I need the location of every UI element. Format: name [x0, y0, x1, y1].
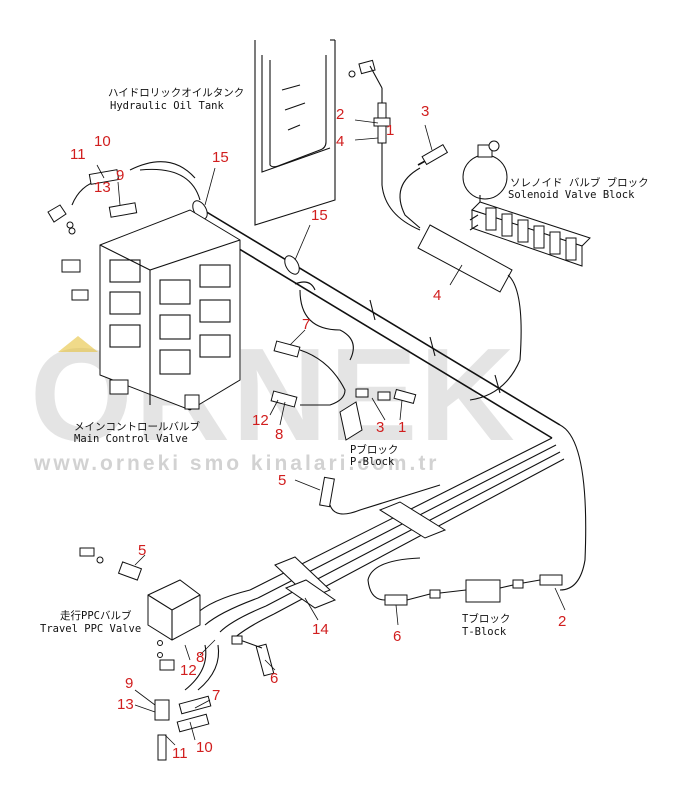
hose-4-sleeve — [417, 224, 513, 293]
tank-fittings — [348, 59, 421, 231]
component-labels: ハイドロリックオイルタンク Hydraulic Oil Tank ソレノイド バ… — [40, 87, 649, 638]
hose-6-travel — [231, 635, 275, 677]
main-valve-label-en: Main Control Valve — [74, 433, 188, 445]
callout-7-lower: 7 — [212, 687, 220, 704]
travel-ppc-label-jp: 走行PPCバルブ — [60, 609, 132, 622]
hose-right-loop — [469, 274, 522, 401]
callout-15-lower: 15 — [311, 207, 328, 224]
watermark-url: www.orneki smo kinalari.com.tr — [33, 452, 439, 475]
callout-11-top: 11 — [70, 146, 86, 163]
callout-4-sleeve: 4 — [433, 287, 441, 304]
t-block-label-en: T-Block — [462, 626, 507, 638]
bottom-fittings — [154, 644, 220, 761]
callout-5-mid: 5 — [278, 472, 286, 489]
callout-12-lower: 12 — [180, 662, 197, 679]
callout-10-top: 10 — [94, 133, 111, 150]
main-valve-label-jp: メインコントロールバルブ — [74, 420, 200, 433]
callout-10-lower: 10 — [196, 739, 213, 756]
hose-3-fitting — [421, 143, 449, 166]
callout-9-top: 9 — [116, 167, 124, 184]
hydraulic-tank-label-jp: ハイドロリックオイルタンク — [108, 87, 244, 99]
right-fittings — [270, 281, 417, 441]
callout-numbers: 10 11 13 9 15 15 2 4 1 3 4 7 12 8 3 1 5 … — [70, 103, 566, 762]
callout-4-top: 4 — [336, 133, 344, 150]
callout-14: 14 — [312, 621, 329, 638]
callout-13-lower: 13 — [117, 696, 134, 713]
callout-2-lower: 2 — [558, 613, 566, 630]
main-control-valve — [61, 209, 241, 411]
callout-8-lower: 8 — [196, 649, 204, 666]
solenoid-valve-label-jp: ソレノイド バルブ ブロック — [510, 176, 649, 189]
hose-upper-loop — [129, 161, 196, 179]
callout-6-lower: 6 — [270, 670, 278, 687]
p-block-label-en: P-Block — [350, 456, 395, 468]
lower-tube-bundle — [194, 437, 565, 641]
callout-2-top: 2 — [336, 106, 344, 123]
hose-5-p — [319, 476, 441, 515]
hydraulic-tank-label-en: Hydraulic Oil Tank — [110, 100, 224, 112]
travel-ppc-valve — [79, 547, 201, 671]
callout-11-lower: 11 — [172, 745, 188, 762]
callout-12-mid: 12 — [252, 412, 269, 429]
hydraulic-oil-tank — [254, 39, 336, 226]
callout-6-tblock: 6 — [393, 628, 401, 645]
callout-8-mid: 8 — [275, 426, 283, 443]
travel-ppc-label-en: Travel PPC Valve — [40, 623, 141, 635]
t-block-label-jp: Tブロック — [462, 612, 510, 625]
callout-3-top: 3 — [421, 103, 429, 120]
callout-5-lower: 5 — [138, 542, 146, 559]
tank-return-hose — [139, 168, 201, 201]
callout-7-mid: 7 — [302, 316, 310, 333]
t-block — [367, 557, 563, 606]
hose-3-line — [399, 167, 421, 229]
callout-1-top: 1 — [386, 122, 394, 139]
callout-13-top: 13 — [94, 179, 111, 196]
solenoid-valve-block — [462, 140, 591, 267]
solenoid-valve-label-en: Solenoid Valve Block — [508, 189, 635, 201]
callout-3-mid: 3 — [376, 419, 384, 436]
callout-1-mid: 1 — [398, 419, 406, 436]
watermark-accent — [58, 336, 98, 352]
leader-lines — [96, 119, 566, 746]
callout-15-upper: 15 — [212, 149, 229, 166]
p-block-label-jp: Pブロック — [350, 443, 398, 456]
hose-2-line — [559, 424, 587, 591]
callout-9-lower: 9 — [125, 675, 133, 692]
top-left-fittings — [47, 169, 138, 235]
